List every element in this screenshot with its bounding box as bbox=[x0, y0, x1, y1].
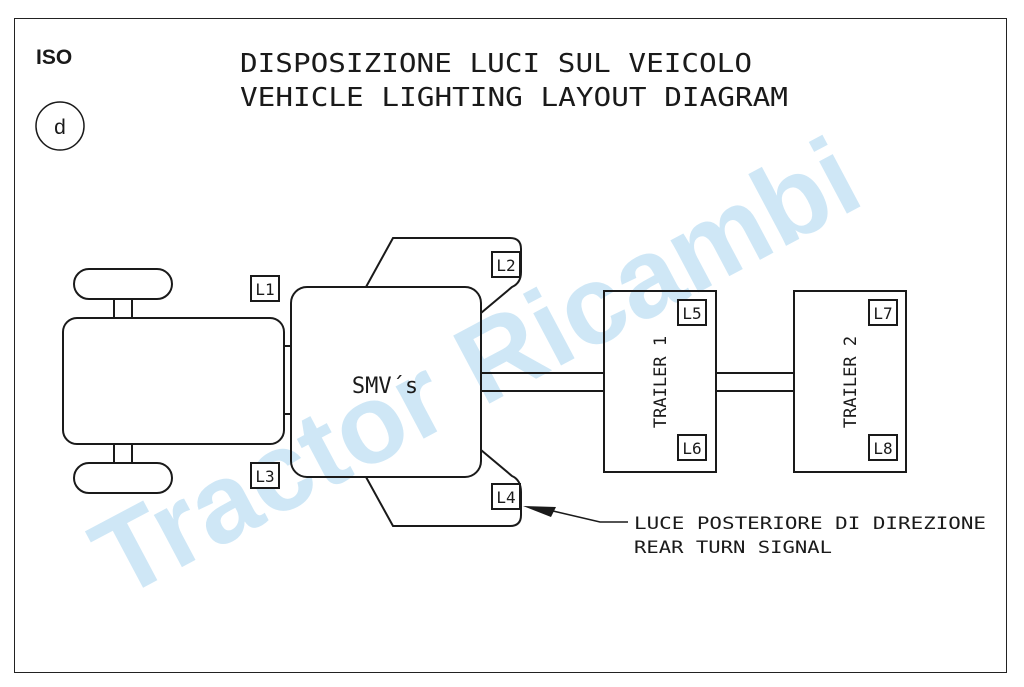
light-label-l3: L3 bbox=[255, 467, 274, 486]
title-english: VEHICLE LIGHTING LAYOUT DIAGRAM bbox=[240, 83, 788, 113]
light-box-l1 bbox=[250, 275, 280, 302]
section-circle bbox=[35, 101, 85, 151]
light-label-l1: L1 bbox=[255, 280, 274, 299]
diagram-frame bbox=[14, 18, 1007, 673]
front-wheel-top bbox=[73, 268, 173, 300]
light-label-l5: L5 bbox=[682, 304, 701, 323]
light-label-l6: L6 bbox=[682, 439, 701, 458]
rear-fender-top bbox=[365, 237, 522, 314]
trailer-2 bbox=[793, 290, 907, 473]
iso-badge: ISO bbox=[36, 46, 72, 69]
light-label-l8: L8 bbox=[873, 439, 892, 458]
trailer-1-label: TRAILER 1 bbox=[651, 336, 671, 428]
callout-english: REAR TURN SIGNAL bbox=[634, 538, 832, 558]
light-label-l7: L7 bbox=[873, 304, 892, 323]
tractor-body bbox=[62, 317, 285, 445]
light-box-l7 bbox=[868, 299, 898, 326]
title-italian: DISPOSIZIONE LUCI SUL VEICOLO bbox=[240, 49, 752, 79]
light-box-l3 bbox=[250, 462, 280, 489]
callout-leader bbox=[552, 510, 628, 523]
light-box-l4 bbox=[491, 483, 521, 510]
light-box-l6 bbox=[677, 434, 707, 461]
section-letter: d bbox=[54, 116, 66, 139]
callout-arrowhead bbox=[523, 506, 556, 517]
light-box-l5 bbox=[677, 299, 707, 326]
smv-cab bbox=[290, 286, 482, 478]
light-label-l2: L2 bbox=[496, 256, 515, 275]
trailer-1 bbox=[603, 290, 717, 473]
light-label-l4: L4 bbox=[496, 488, 515, 507]
rear-fender-bottom bbox=[365, 449, 522, 527]
callout-italian: LUCE POSTERIORE DI DIREZIONE bbox=[634, 514, 986, 534]
light-box-l2 bbox=[491, 251, 521, 278]
light-box-l8 bbox=[868, 434, 898, 461]
trailer-2-label: TRAILER 2 bbox=[841, 336, 861, 428]
smv-label: SMV´s bbox=[352, 374, 418, 399]
front-wheel-bottom bbox=[73, 462, 173, 494]
